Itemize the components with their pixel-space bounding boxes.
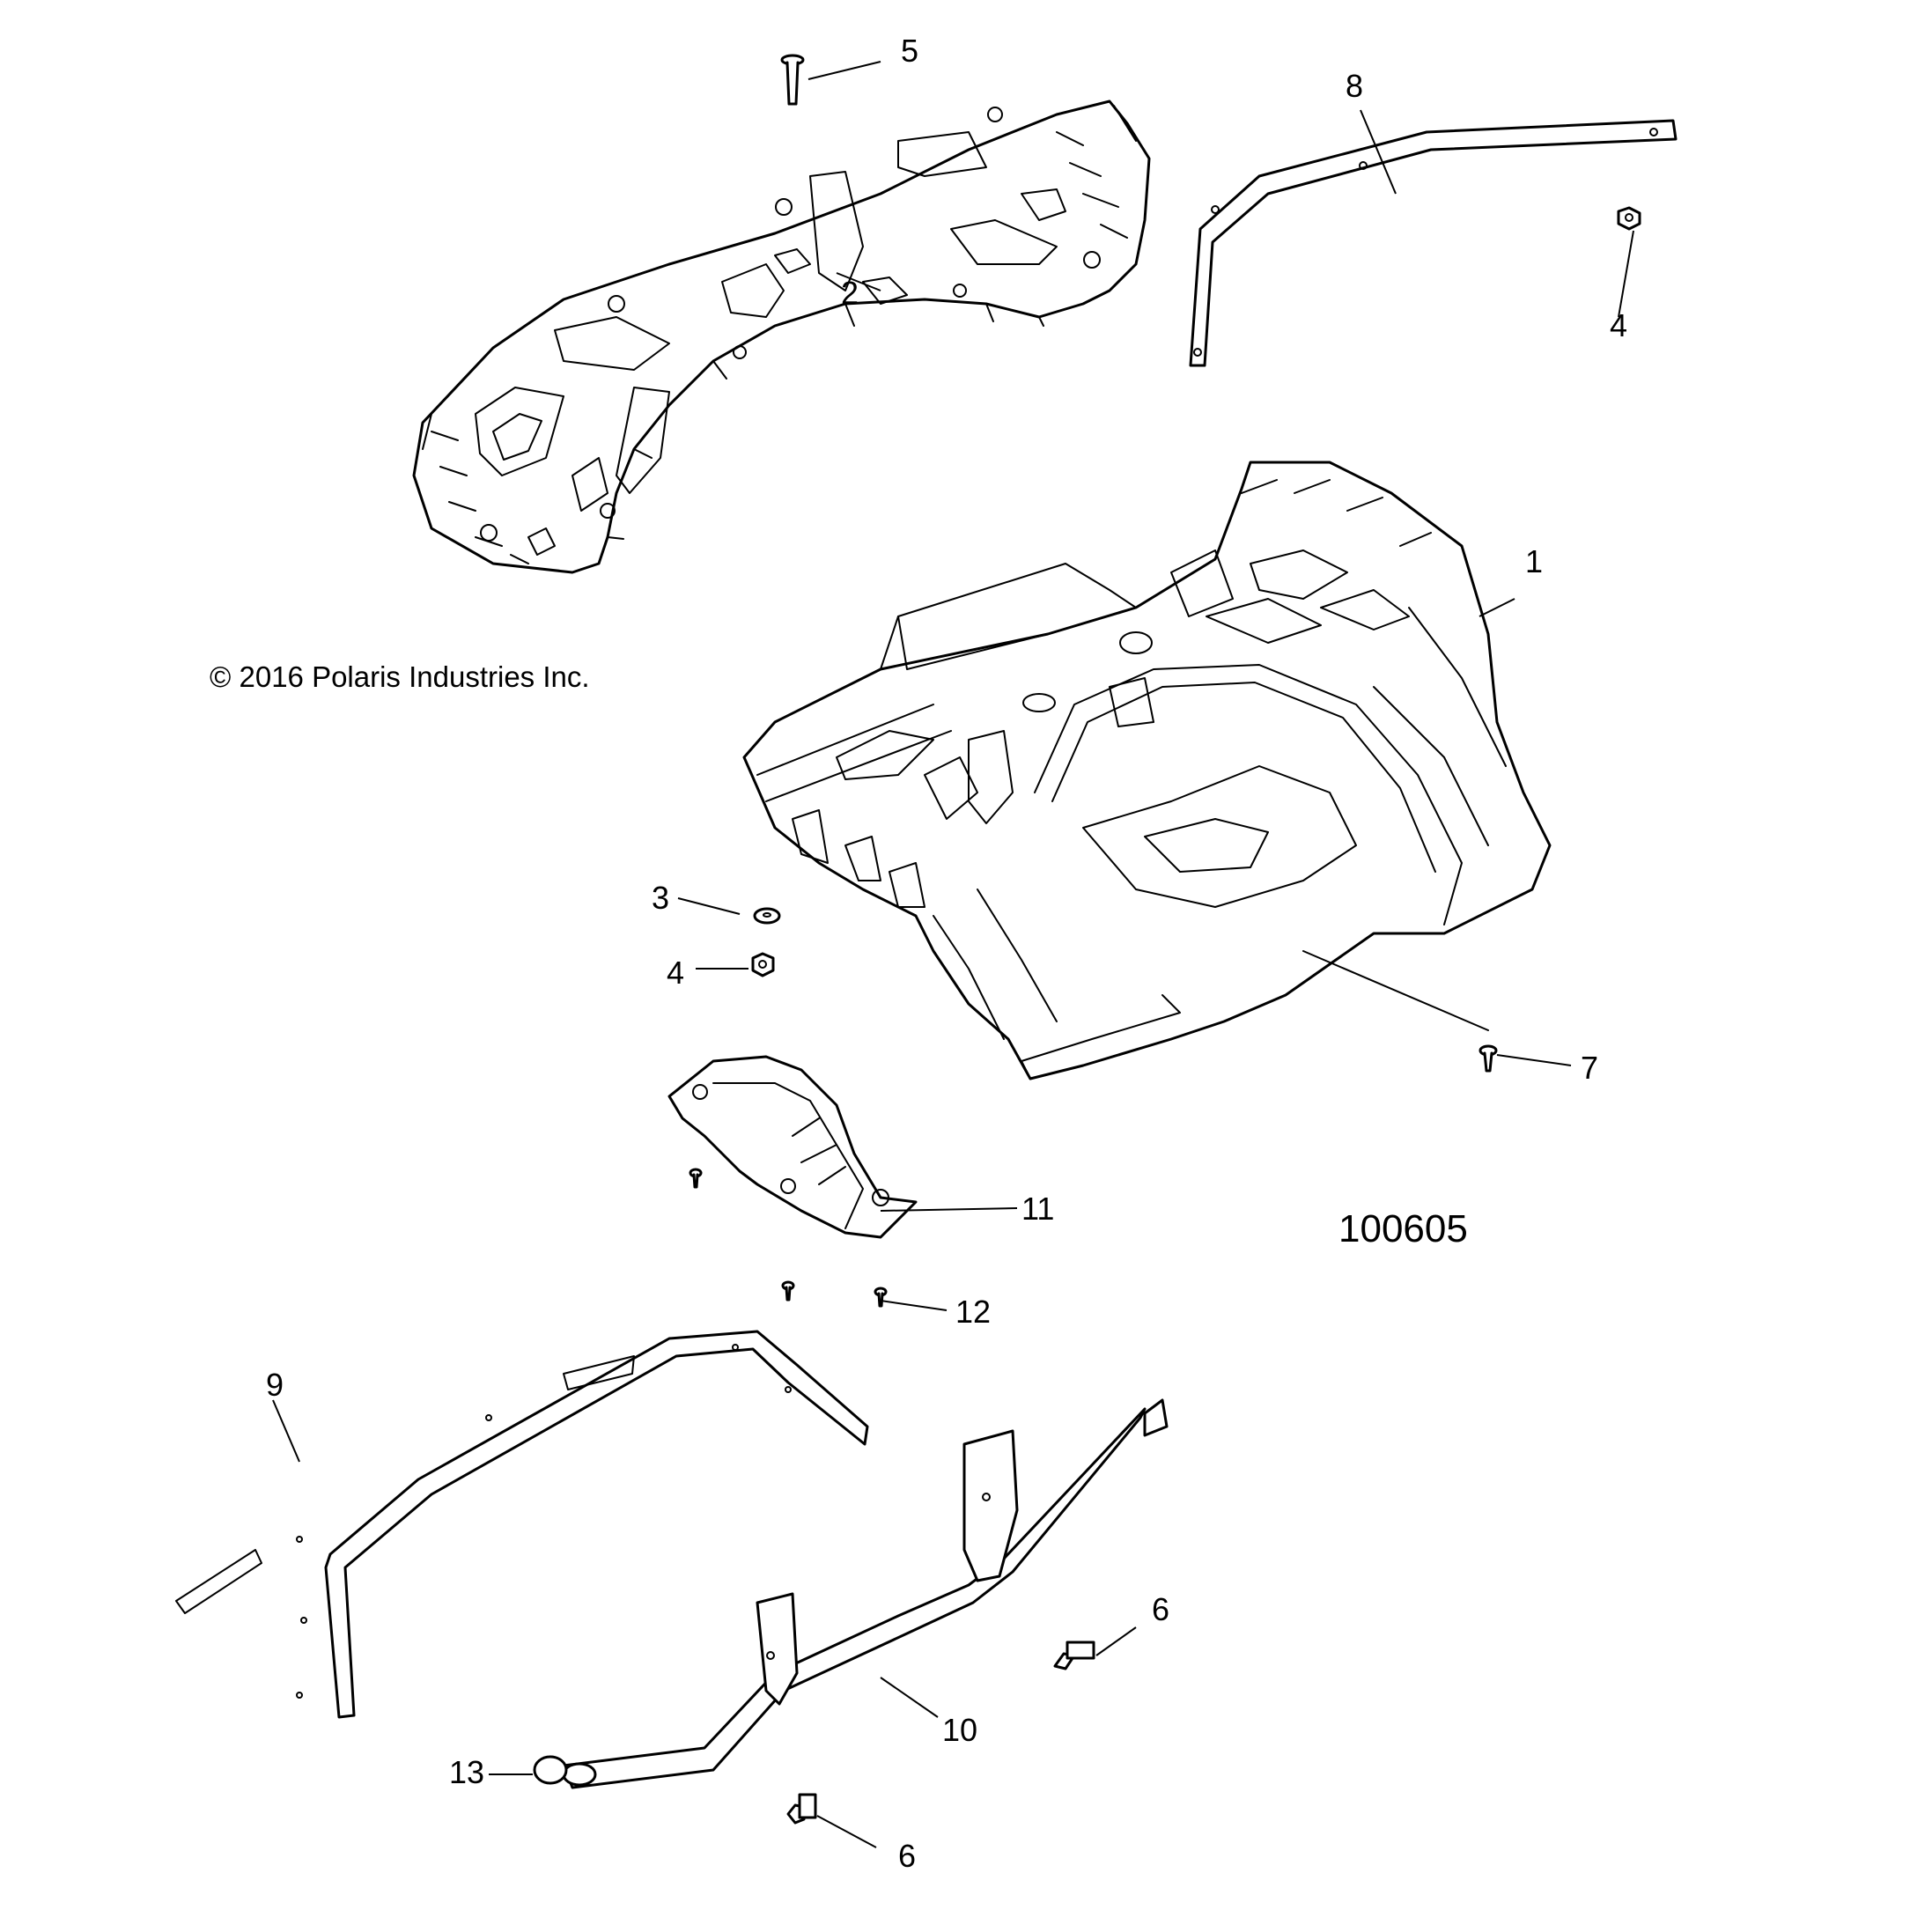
callout-4-upper: 4	[1610, 307, 1627, 343]
flange-bolt-part-lower	[786, 1793, 817, 1825]
callout-7: 7	[1581, 1050, 1598, 1086]
callout-5: 5	[901, 33, 918, 69]
heat-shield-part	[667, 1055, 918, 1239]
callout-12: 12	[955, 1294, 991, 1330]
figure-number: 100605	[1338, 1207, 1468, 1250]
flange-bolt-part-upper	[1053, 1641, 1095, 1670]
callout-8: 8	[1346, 68, 1363, 104]
support-bar-part	[1189, 119, 1678, 367]
nut-part-upper	[1617, 206, 1641, 231]
rear-rack-part	[412, 100, 1151, 574]
copyright-notice: © 2016 Polaris Industries Inc.	[210, 660, 590, 693]
callout-6-lower: 6	[898, 1838, 916, 1874]
callout-3: 3	[652, 880, 669, 916]
callout-11: 11	[1021, 1191, 1054, 1227]
callout-4-lower: 4	[667, 955, 684, 991]
callout-13: 13	[449, 1754, 484, 1790]
screw-part	[1478, 1044, 1498, 1073]
bumper-bracket-part	[562, 1398, 1169, 1789]
callout-10: 10	[942, 1712, 977, 1748]
bolt-part	[780, 54, 805, 106]
leader-lines	[272, 61, 1634, 1848]
callout-2: 2	[841, 275, 859, 311]
rear-fender-part	[742, 461, 1552, 1080]
push-rivet-part	[689, 1168, 888, 1308]
bumper-tube-part	[175, 1330, 869, 1719]
washer-part	[753, 907, 781, 925]
callout-1: 1	[1525, 543, 1543, 579]
nut-part-lower	[751, 952, 775, 977]
callout-9: 9	[266, 1367, 284, 1403]
end-cap-part	[533, 1755, 568, 1785]
callout-6-upper: 6	[1152, 1591, 1169, 1627]
